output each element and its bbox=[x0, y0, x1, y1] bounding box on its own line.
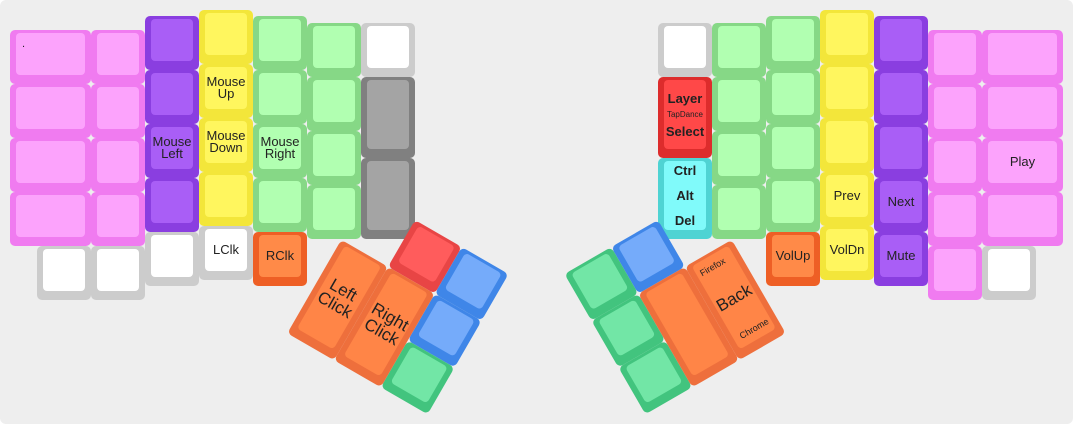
mouse-left-label: Mouse Left bbox=[152, 134, 192, 161]
tapdance-label: TapDance bbox=[666, 109, 704, 119]
key-right-pink1-2[interactable] bbox=[928, 84, 982, 138]
rclk-label: RClk bbox=[265, 248, 295, 263]
firefox-label: Firefox bbox=[698, 255, 727, 279]
mouse-right-label: Mouse Right bbox=[260, 134, 300, 161]
key-left-green-1[interactable] bbox=[253, 16, 307, 70]
key-left-inner-2[interactable] bbox=[361, 158, 415, 239]
next-label: Next bbox=[887, 194, 915, 209]
key-left-green2-2[interactable] bbox=[307, 77, 361, 131]
key-left-2-3[interactable] bbox=[91, 138, 145, 192]
key-right-pink2-4[interactable] bbox=[982, 192, 1063, 246]
key-volup[interactable]: VolUp bbox=[766, 232, 820, 286]
key-voldn[interactable]: VolDn bbox=[820, 226, 874, 280]
key-left-2-1[interactable] bbox=[91, 30, 145, 84]
key-right-green1-2[interactable] bbox=[712, 77, 766, 131]
key-left-green2-3[interactable] bbox=[307, 131, 361, 185]
key-right-green1-4[interactable] bbox=[712, 185, 766, 239]
key-left-yellow-1[interactable] bbox=[199, 10, 253, 64]
key-left-1-4[interactable] bbox=[10, 192, 91, 246]
key-right-yellow-3[interactable] bbox=[820, 118, 874, 172]
lclk-label: LClk bbox=[212, 242, 239, 257]
key-ctrl-alt-del[interactable]: Ctrl Alt Del bbox=[658, 158, 712, 239]
right-click-label: Right Click bbox=[360, 298, 413, 350]
key-play[interactable]: Play bbox=[982, 138, 1063, 192]
mute-label: Mute bbox=[886, 248, 916, 263]
key-left-inner-1[interactable] bbox=[361, 77, 415, 158]
key-right-purple-2[interactable] bbox=[874, 70, 928, 124]
del-label: Del bbox=[674, 213, 696, 228]
key-right-bottom[interactable] bbox=[982, 246, 1036, 300]
key-right-yellow-2[interactable] bbox=[820, 64, 874, 118]
key-prev[interactable]: Prev bbox=[820, 172, 874, 226]
key-left-purple-4[interactable] bbox=[145, 178, 199, 232]
key-mouse-up[interactable]: Mouse Up bbox=[199, 64, 253, 118]
key-right-pink1-1[interactable] bbox=[928, 30, 982, 84]
key-right-green2-4[interactable] bbox=[766, 178, 820, 232]
key-right-yellow-1[interactable] bbox=[820, 10, 874, 64]
key-right-purple-1[interactable] bbox=[874, 16, 928, 70]
volup-label: VolUp bbox=[775, 248, 811, 263]
key-left-green2-1[interactable] bbox=[307, 23, 361, 77]
key-left-bottom-2[interactable] bbox=[91, 246, 145, 300]
key-mouse-left[interactable]: Mouse Left bbox=[145, 124, 199, 178]
key-left-purple-bottom[interactable] bbox=[145, 232, 199, 286]
key-right-green2-1[interactable] bbox=[766, 16, 820, 70]
key-left-bottom-1[interactable] bbox=[37, 246, 91, 300]
key-left-inner-top[interactable] bbox=[361, 23, 415, 77]
mouse-up-label: Mouse Up bbox=[206, 74, 246, 101]
key-right-pink1-3[interactable] bbox=[928, 138, 982, 192]
key-lclk[interactable]: LClk bbox=[199, 226, 253, 280]
key-right-pink1-5[interactable] bbox=[928, 246, 982, 300]
key-left-2-2[interactable] bbox=[91, 84, 145, 138]
key-right-pink2-1[interactable] bbox=[982, 30, 1063, 84]
back-label: Back bbox=[712, 279, 755, 316]
voldn-label: VolDn bbox=[829, 242, 865, 257]
key-left-yellow-4[interactable] bbox=[199, 172, 253, 226]
select-label: Select bbox=[665, 123, 705, 139]
key-left-1-3[interactable] bbox=[10, 138, 91, 192]
key-mouse-down[interactable]: Mouse Down bbox=[199, 118, 253, 172]
key-mute[interactable]: Mute bbox=[874, 232, 928, 286]
alt-label: Alt bbox=[676, 188, 694, 203]
chrome-label: Chrome bbox=[737, 316, 771, 341]
key-left-purple-2[interactable] bbox=[145, 70, 199, 124]
key-next[interactable]: Next bbox=[874, 178, 928, 232]
play-label: Play bbox=[1009, 154, 1036, 169]
key-left-1-1[interactable]: . bbox=[10, 30, 91, 84]
key-right-green1-1[interactable] bbox=[712, 23, 766, 77]
key-left-green-2[interactable] bbox=[253, 70, 307, 124]
key-left-1-2[interactable] bbox=[10, 84, 91, 138]
key-rclk[interactable]: RClk bbox=[253, 232, 307, 286]
key-right-purple-3[interactable] bbox=[874, 124, 928, 178]
key-left-purple-1[interactable] bbox=[145, 16, 199, 70]
mouse-down-label: Mouse Down bbox=[206, 128, 246, 155]
key-left-green2-4[interactable] bbox=[307, 185, 361, 239]
key-right-green1-3[interactable] bbox=[712, 131, 766, 185]
key-mouse-right[interactable]: Mouse Right bbox=[253, 124, 307, 178]
key-left-2-4[interactable] bbox=[91, 192, 145, 246]
ctrl-label: Ctrl bbox=[673, 163, 697, 178]
layer-label: Layer bbox=[667, 90, 703, 106]
key-right-green2-3[interactable] bbox=[766, 124, 820, 178]
left-click-label: Left Click bbox=[314, 274, 361, 323]
key-right-green2-2[interactable] bbox=[766, 70, 820, 124]
key-right-pink2-2[interactable] bbox=[982, 84, 1063, 138]
key-dot-label: . bbox=[22, 38, 26, 50]
key-right-pink1-4[interactable] bbox=[928, 192, 982, 246]
key-right-inner-top[interactable] bbox=[658, 23, 712, 77]
prev-label: Prev bbox=[833, 188, 861, 203]
key-left-green-4[interactable] bbox=[253, 178, 307, 232]
key-layer-select[interactable]: Layer TapDance Select bbox=[658, 77, 712, 158]
